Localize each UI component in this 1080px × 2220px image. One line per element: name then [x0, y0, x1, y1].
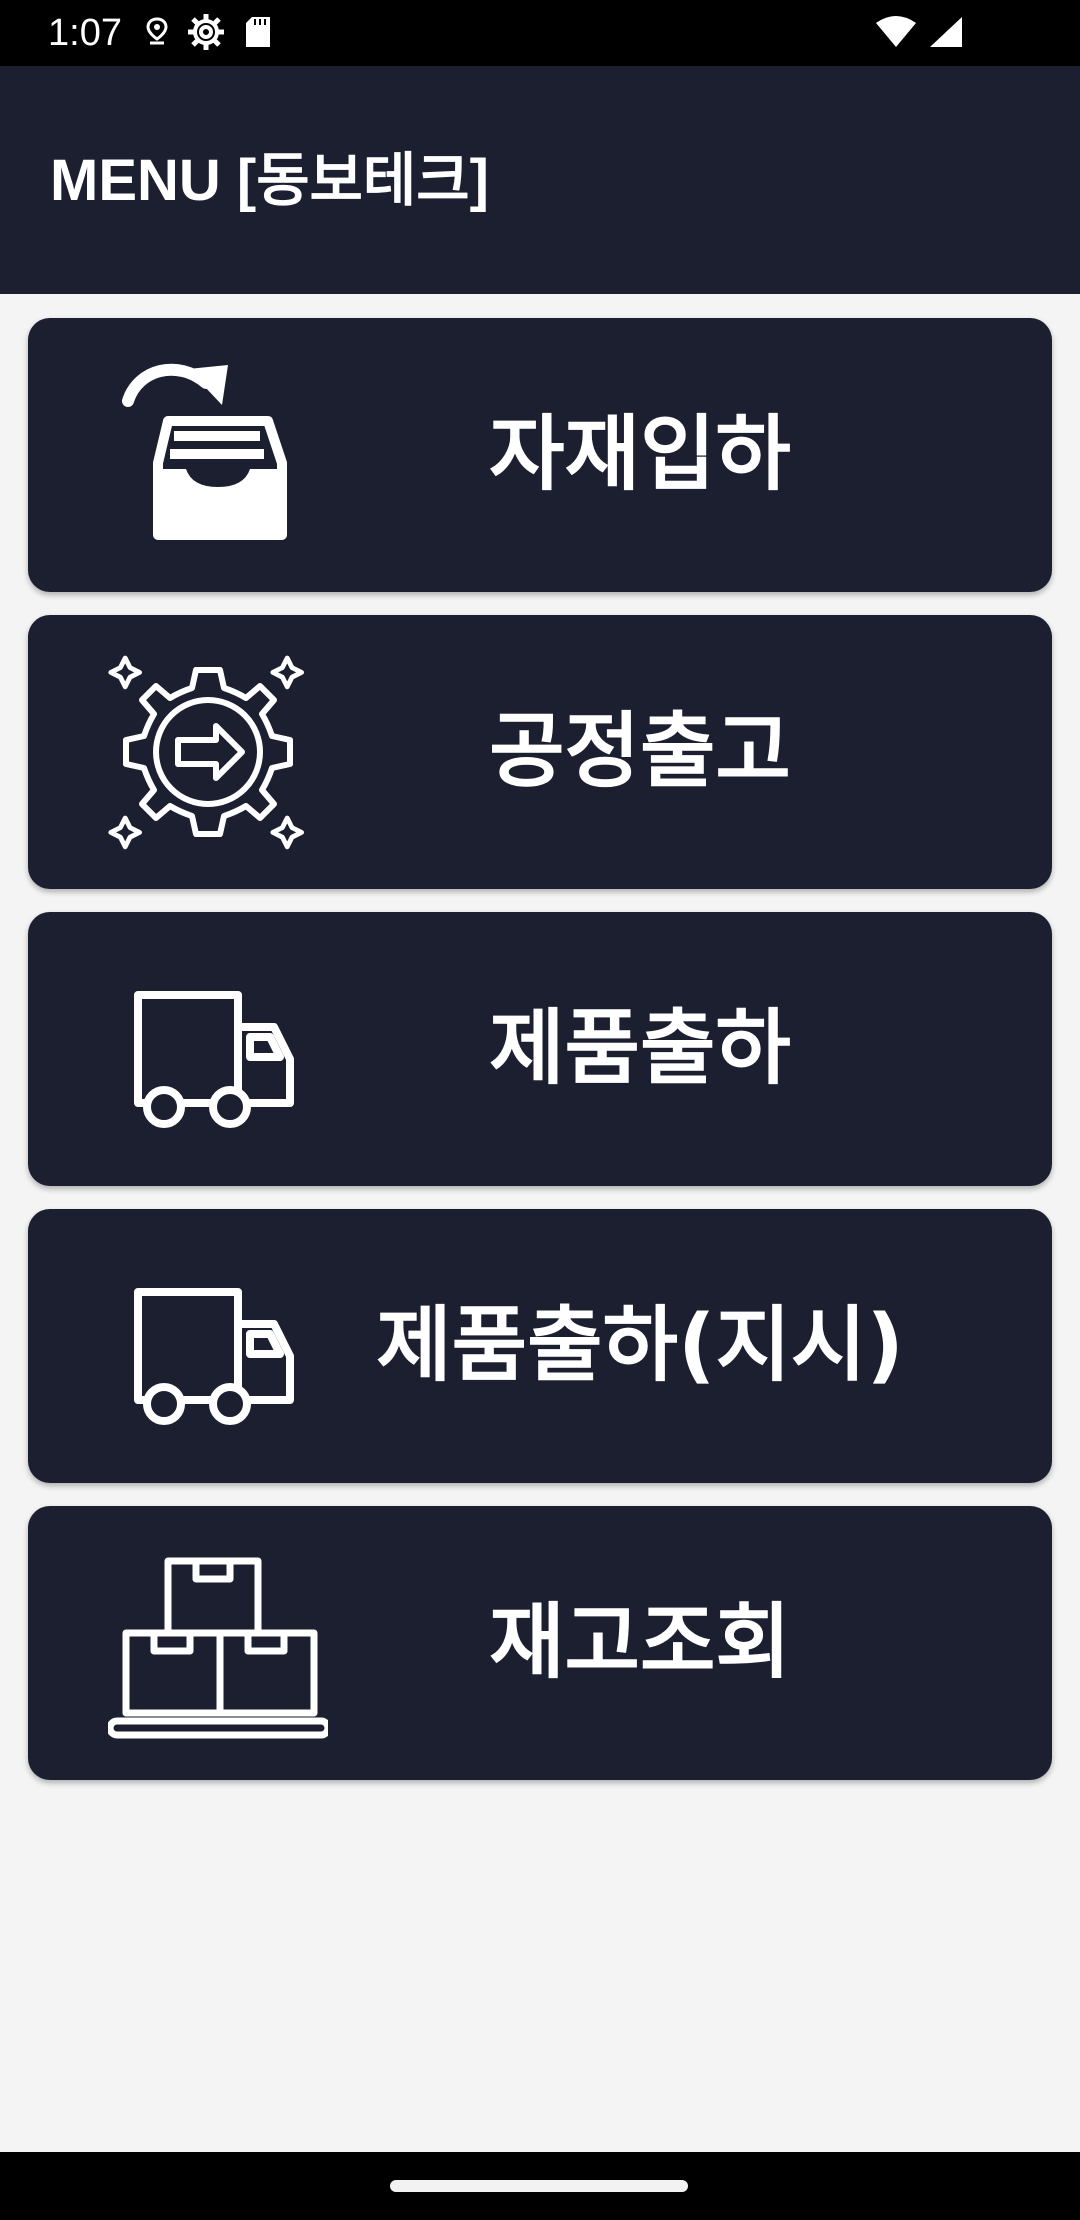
status-icons-left	[146, 14, 272, 54]
menu-item-label: 공정출고	[489, 704, 791, 799]
menu-item-material-receiving[interactable]: 자재입하	[28, 318, 1052, 592]
menu-item-product-shipping[interactable]: 제품출하	[28, 912, 1052, 1186]
wifi-icon	[874, 15, 918, 53]
menu-item-label: 제품출하	[489, 1001, 791, 1096]
navigation-bar	[0, 2152, 1080, 2220]
menu-item-label: 자재입하	[489, 407, 791, 502]
app-bar: MENU [동보테크]	[0, 66, 1080, 294]
status-icons-right	[874, 14, 964, 54]
gear-arrow-icon	[108, 652, 308, 852]
delivery-truck-icon	[108, 949, 308, 1149]
delivery-truck-icon	[108, 1246, 308, 1446]
sd-card-icon	[244, 15, 272, 53]
menu-item-label: 제품출하(지시)	[376, 1298, 904, 1393]
menu-list: 자재입하 공정출고	[28, 318, 1052, 1803]
home-handle[interactable]	[390, 2180, 688, 2192]
cellular-signal-icon	[928, 15, 964, 53]
inbox-tray-arrow-icon	[108, 355, 308, 555]
status-bar: 1:07	[0, 0, 1080, 66]
menu-item-label: 재고조회	[489, 1595, 791, 1690]
menu-item-product-shipping-order[interactable]: 제품출하(지시)	[28, 1209, 1052, 1483]
stacked-boxes-icon	[106, 1543, 332, 1743]
location-pin-icon	[146, 17, 168, 51]
status-time: 1:07	[48, 12, 122, 54]
settings-gear-icon	[186, 12, 226, 56]
menu-item-process-release[interactable]: 공정출고	[28, 615, 1052, 889]
page-title: MENU [동보테크]	[50, 148, 489, 213]
menu-item-inventory-inquiry[interactable]: 재고조회	[28, 1506, 1052, 1780]
